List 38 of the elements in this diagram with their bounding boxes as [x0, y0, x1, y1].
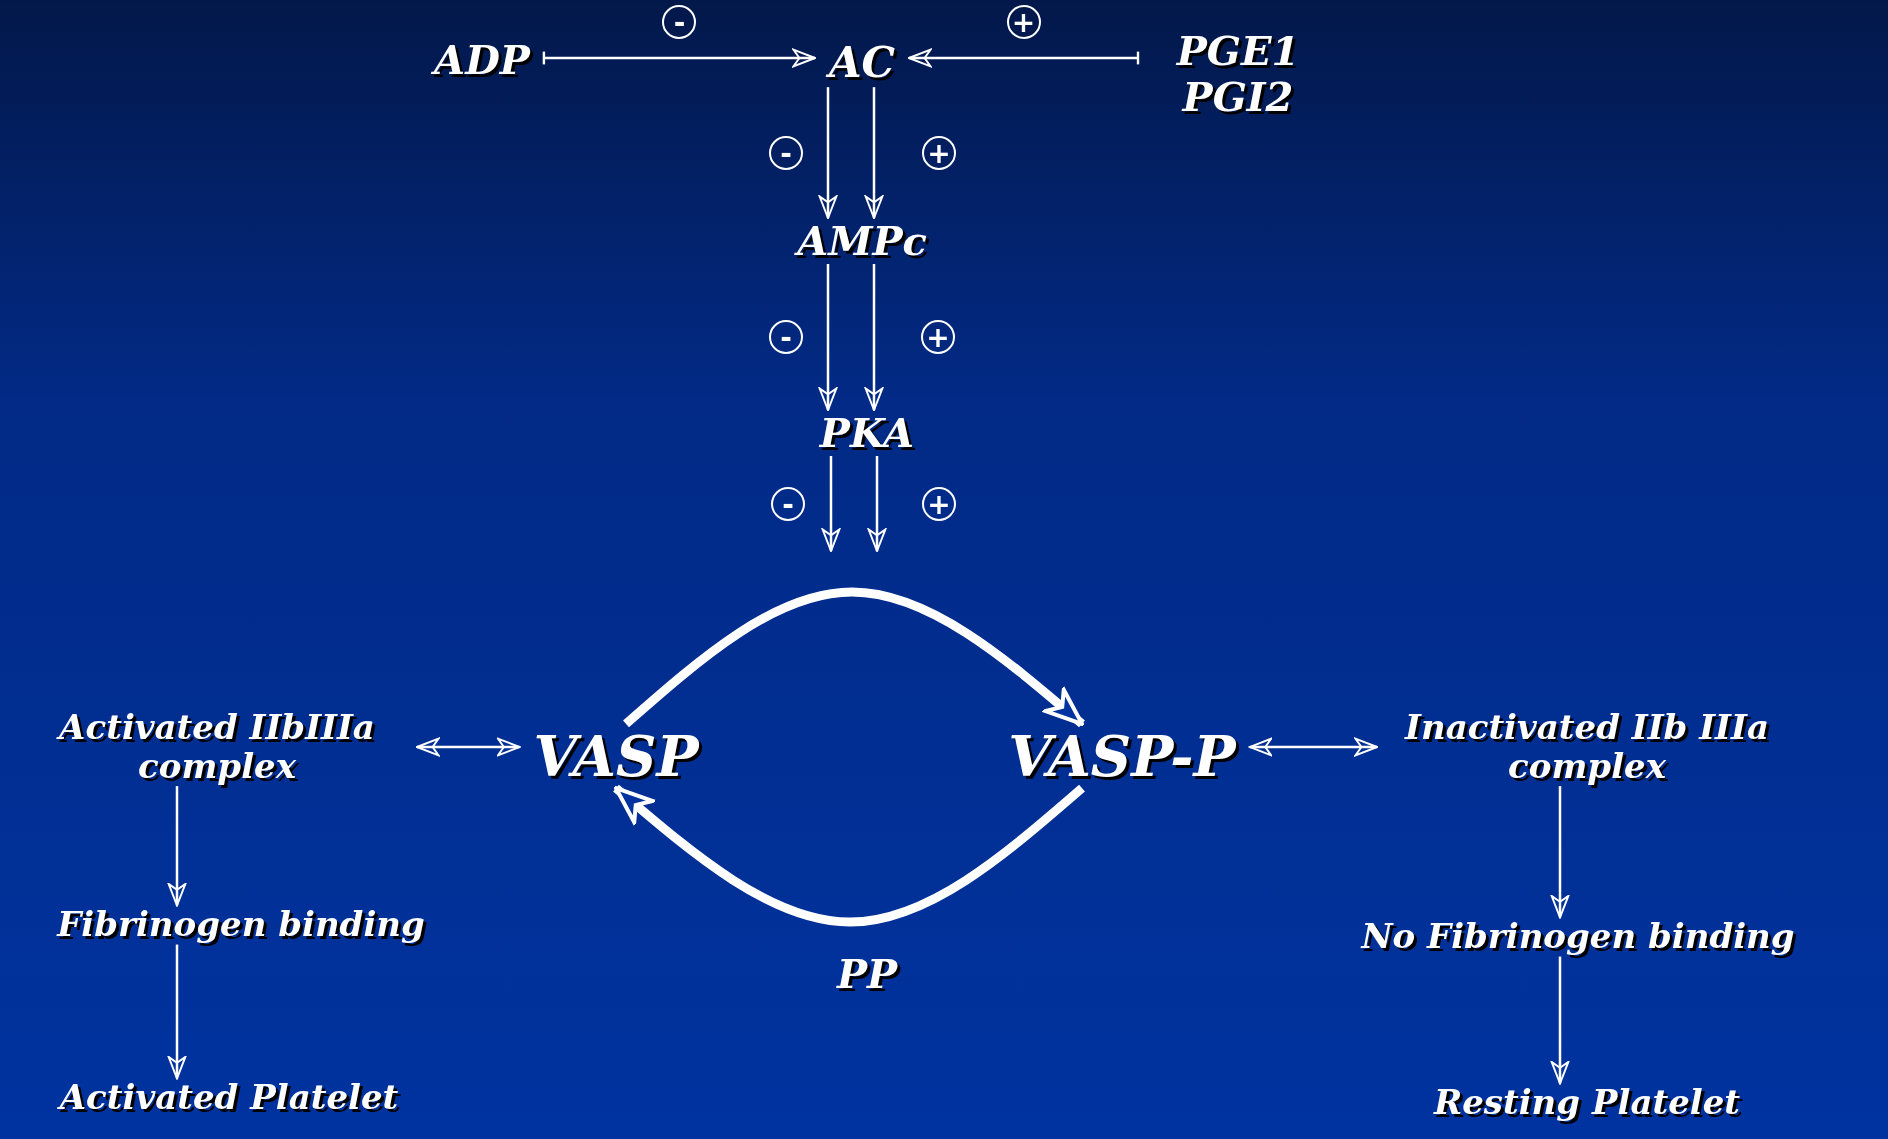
- pathway-label: Inactivated IIb IIIa complex: [1377, 707, 1797, 787]
- sign-label: +: [922, 135, 956, 170]
- arrow: [908, 48, 1140, 68]
- arrow: [818, 264, 838, 411]
- arrow: [864, 87, 884, 219]
- sign-label: +: [922, 486, 956, 521]
- arrow: [1550, 956, 1570, 1085]
- sign-label: -: [769, 320, 803, 354]
- arrow: [167, 786, 187, 907]
- pathway-label: VASP: [519, 723, 713, 789]
- pathway-label: Activated IIbIIIa complex: [17, 707, 417, 787]
- edge-label: PP: [836, 949, 898, 997]
- arrow: [821, 456, 841, 552]
- pathway-label: PGE1 PGI2: [1138, 28, 1338, 120]
- arrow: [1550, 786, 1570, 919]
- arrow: [416, 737, 521, 757]
- arrow: [1248, 737, 1378, 757]
- sign-label: -: [769, 135, 803, 170]
- pathway-label: No Fibrinogen binding: [1347, 917, 1809, 957]
- arrow: [542, 48, 816, 68]
- pathway-label: Resting Platelet: [1419, 1083, 1755, 1123]
- sign-label: +: [921, 320, 955, 354]
- curved-arrow: [613, 784, 1085, 927]
- pathway-label: VASP-P: [994, 723, 1250, 789]
- sign-label: +: [1006, 5, 1041, 39]
- sign-label: -: [771, 486, 805, 521]
- sign-label: -: [662, 5, 697, 39]
- pathway-label: PKA: [805, 410, 929, 456]
- arrow: [864, 264, 884, 411]
- arrow: [818, 87, 838, 219]
- pathway-label: Fibrinogen binding: [43, 905, 439, 945]
- arrow: [867, 456, 887, 552]
- pathway-label: ADP: [420, 37, 544, 83]
- pathway-label: Activated Platelet: [45, 1078, 413, 1118]
- arrow: [167, 944, 187, 1080]
- pathway-label: AMPc: [783, 218, 941, 264]
- curved-arrow: [623, 587, 1085, 728]
- pathway-label: AC: [815, 38, 909, 88]
